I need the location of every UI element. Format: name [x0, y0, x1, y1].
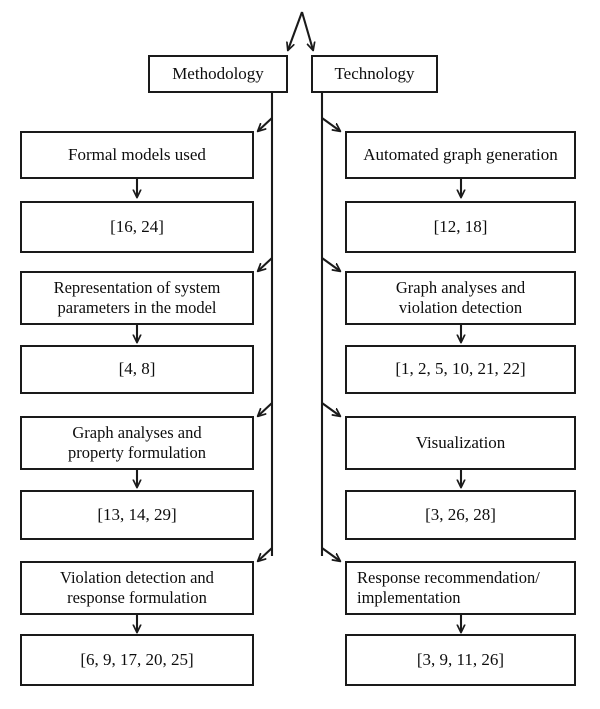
technology-feed-2 [321, 257, 340, 271]
node-methodology-refs-3[interactable]: [13, 14, 29] [20, 490, 254, 540]
methodology-feed-4 [258, 547, 273, 561]
node-label: [3, 9, 11, 26] [416, 649, 505, 669]
node-label: Response recommendation/ implementation [357, 567, 540, 607]
node-methodology-topic-2[interactable]: Representation of system parameters in t… [20, 271, 254, 325]
technology-feed-4 [321, 547, 340, 561]
node-label: Graph analyses and property formulation [68, 422, 206, 462]
node-label: Visualization [415, 432, 506, 452]
technology-feed-3 [321, 402, 340, 416]
node-label: [12, 18] [433, 216, 488, 236]
node-methodology-topic-4[interactable]: Violation detection and response formula… [20, 561, 254, 615]
node-label: [16, 24] [110, 216, 164, 236]
node-technology-refs-4[interactable]: [3, 9, 11, 26] [345, 634, 576, 686]
node-methodology-refs-4[interactable]: [6, 9, 17, 20, 25] [20, 634, 254, 686]
node-technology-refs-2[interactable]: [1, 2, 5, 10, 21, 22] [345, 345, 576, 394]
node-label: Technology [334, 63, 415, 83]
node-technology-topic-2[interactable]: Graph analyses and violation detection [345, 271, 576, 325]
node-technology-refs-1[interactable]: [12, 18] [345, 201, 576, 253]
node-label: Representation of system parameters in t… [53, 277, 221, 317]
node-label: Violation detection and response formula… [60, 567, 214, 607]
node-label: [3, 26, 28] [425, 504, 496, 524]
technology-feed-1 [321, 117, 340, 131]
root-branch-left [288, 11, 303, 50]
methodology-feed-1 [258, 117, 273, 131]
node-label: Automated graph generation [363, 144, 558, 164]
methodology-feed-3 [258, 402, 273, 416]
node-technology-topic-1[interactable]: Automated graph generation [345, 131, 576, 179]
node-technology-refs-3[interactable]: [3, 26, 28] [345, 490, 576, 540]
node-label: Formal models used [68, 144, 206, 164]
node-technology-topic-3[interactable]: Visualization [345, 416, 576, 470]
methodology-feed-2 [258, 257, 273, 271]
node-label: [4, 8] [118, 359, 156, 379]
node-methodology-header[interactable]: Methodology [148, 55, 288, 93]
node-label: [1, 2, 5, 10, 21, 22] [395, 359, 526, 379]
node-label: [13, 14, 29] [97, 504, 177, 524]
node-methodology-topic-3[interactable]: Graph analyses and property formulation [20, 416, 254, 470]
node-label: Methodology [172, 63, 264, 83]
node-methodology-refs-2[interactable]: [4, 8] [20, 345, 254, 394]
node-technology-topic-4[interactable]: Response recommendation/ implementation [345, 561, 576, 615]
node-technology-header[interactable]: Technology [311, 55, 438, 93]
node-methodology-topic-1[interactable]: Formal models used [20, 131, 254, 179]
node-label: Graph analyses and violation detection [395, 277, 526, 317]
node-methodology-refs-1[interactable]: [16, 24] [20, 201, 254, 253]
root-branch-right [300, 11, 313, 50]
node-label: [6, 9, 17, 20, 25] [80, 649, 194, 669]
